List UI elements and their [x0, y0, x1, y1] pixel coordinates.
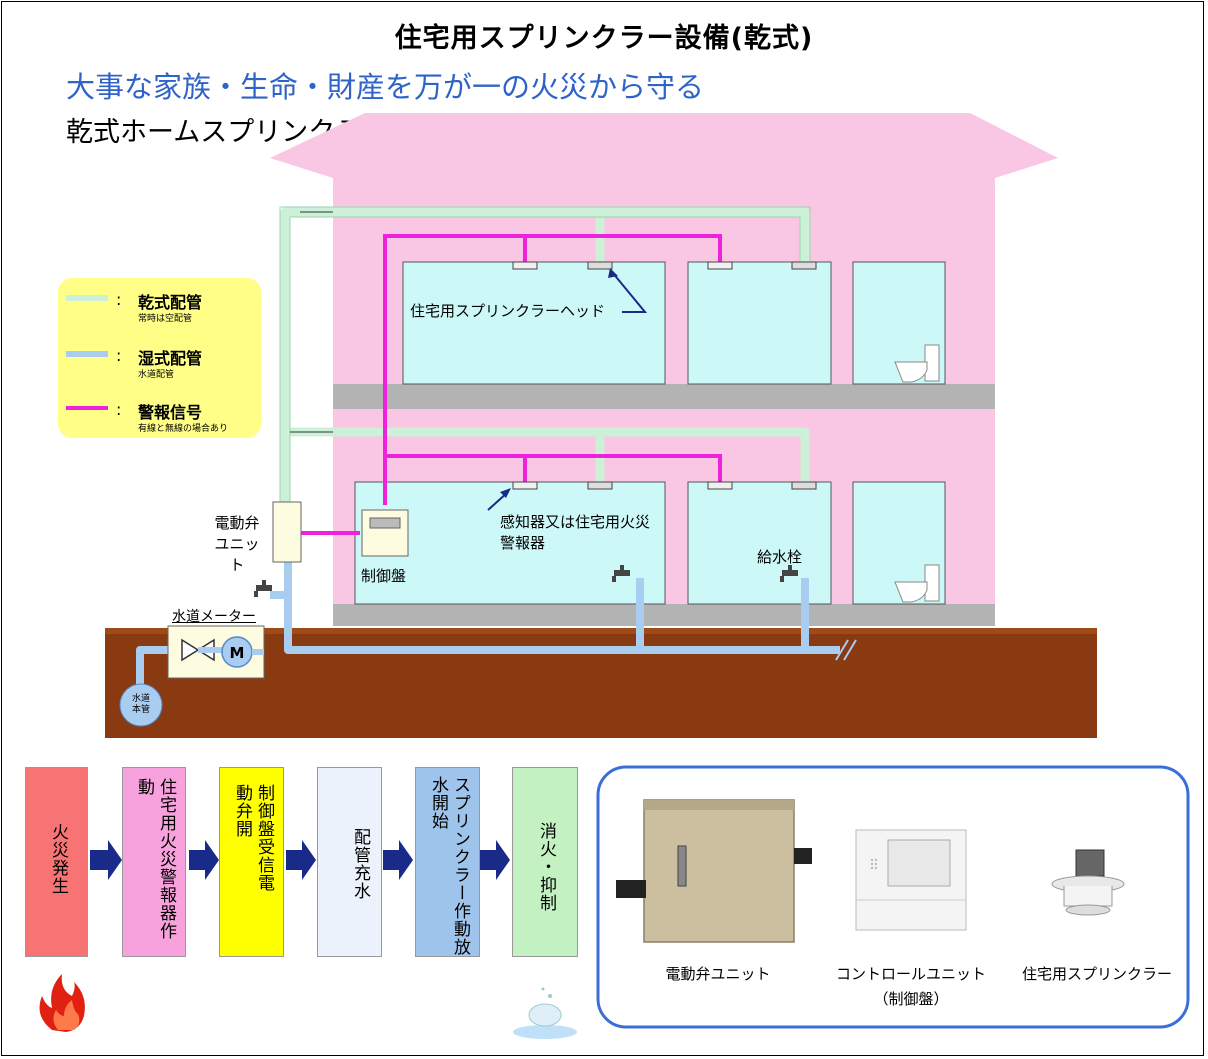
flow-step-6: 消火・抑制	[512, 767, 578, 957]
flow-step-label: 住宅用火災警報器作動	[134, 778, 176, 940]
valve-unit-label: 電動弁ユニット	[214, 514, 260, 574]
flow-step-label: スプリンクラー作動放水開始	[428, 776, 470, 956]
product-subcaption: （制御盤）	[873, 990, 949, 1008]
signal-line	[300, 234, 722, 535]
svg-text::: :	[116, 400, 121, 419]
main-pipe-icon	[119, 683, 163, 727]
legend-box	[58, 278, 261, 438]
sprinkler-head-arrow	[611, 271, 648, 313]
hydrant-label: 給水栓	[757, 548, 803, 566]
detector-icon	[512, 261, 733, 490]
legend-note-signal: 有線と無線の場合あり	[138, 424, 229, 434]
flow-step-5: スプリンクラー作動放水開始	[415, 767, 480, 957]
faucet-icon	[254, 565, 798, 597]
floor-2-slab	[333, 384, 995, 409]
valve-icon	[181, 638, 200, 662]
legend-note-wet: 水道配管	[138, 370, 175, 380]
product-caption: コントロールユニット	[835, 965, 986, 983]
fire-icon	[39, 974, 85, 1032]
flow-step-4: 配管充水	[317, 767, 382, 957]
room-lower-2	[687, 481, 832, 605]
flow-step-label: 配管充水	[350, 828, 370, 900]
valve-unit-cabinet-icon	[616, 799, 812, 943]
svg-text::: :	[116, 290, 121, 309]
control-unit-icon	[855, 829, 967, 931]
product-caption: 住宅用スプリンクラー	[1021, 965, 1172, 983]
flow-step-label: 消火・抑制	[536, 822, 556, 912]
sprinkler-product-icon	[1051, 849, 1125, 916]
room-upper-2	[687, 261, 832, 385]
legend-label-dry: 乾式配管	[138, 293, 203, 312]
legend-label-signal: 警報信号	[138, 403, 203, 422]
product-caption: 電動弁ユニット	[665, 965, 771, 983]
subtitle: 大事な家族・生命・財産を万が一の火災から守る	[66, 70, 705, 104]
water-icon	[513, 987, 577, 1039]
meter-symbol: M	[230, 644, 245, 662]
toilet-icon	[894, 344, 940, 383]
svg-text::: :	[116, 346, 121, 365]
control-panel-label: 制御盤	[361, 567, 407, 585]
room-upper-1	[402, 261, 666, 385]
dry-pipe-edge	[279, 206, 811, 505]
valve-unit	[272, 501, 302, 563]
legend-label-wet: 湿式配管	[138, 349, 203, 368]
sprinkler-head-icon	[587, 261, 817, 490]
flow-arrow-icon	[90, 840, 510, 880]
detector-label: 感知器又は住宅用火災警報器	[500, 513, 651, 552]
flow-step-2: 住宅用火災警報器作動	[122, 767, 186, 957]
sprinkler-head-label: 住宅用スプリンクラーヘッド	[410, 302, 606, 320]
floor-1-slab	[333, 604, 995, 626]
flow-step-1: 火災発生	[25, 767, 88, 957]
water-meter-label: 水道メーター	[172, 609, 256, 625]
wet-pipe	[136, 560, 840, 690]
flow-step-label: 火災発生	[48, 823, 68, 895]
legend-note-dry: 常時は空配管	[138, 314, 193, 324]
flow-step-3: 制御盤受信電動弁開	[219, 767, 284, 957]
ground-top	[105, 628, 1097, 634]
main-pipe-label: 水道本管	[131, 694, 150, 715]
toilet-icon	[894, 564, 940, 603]
page-title: 住宅用スプリンクラー設備(乾式)	[394, 23, 814, 54]
house-roof	[270, 113, 1058, 178]
flow-step-label: 制御盤受信電動弁開	[232, 784, 274, 892]
control-panel	[361, 509, 409, 557]
